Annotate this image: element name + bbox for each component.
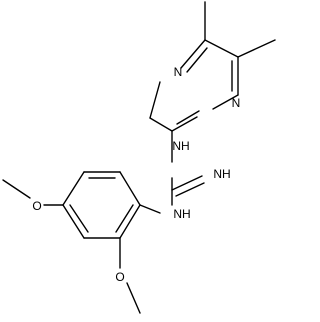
atom-o-left: O [32, 199, 41, 213]
molecule-canvas: N N NH NH NH O O [2, 1, 276, 314]
bond-aryl-3 [62, 171, 85, 206]
atom-nh-lower: NH [173, 207, 190, 221]
bond-ring-c6-n1 [212, 94, 239, 110]
bond-aryl-6 [119, 204, 141, 239]
atom-n-ring-upper: N [174, 65, 183, 79]
bond-aryl-4 [62, 204, 85, 239]
bond-guan-c-imine [171, 175, 203, 191]
atom-n-ring-lower: N [232, 96, 241, 110]
bond-methyl-right [237, 39, 276, 58]
bond-ring-n3-c4-double [186, 47, 208, 73]
bond-ring-c4-c5 [204, 39, 239, 58]
structure-drawing: N N NH NH NH O O [2, 1, 276, 314]
bond-ring-n1-c2 [171, 116, 198, 132]
bond-ring-n3-c4 [180, 39, 206, 69]
bond-nh-lower-aryl [139, 204, 161, 214]
bond-aryl-6-double [115, 204, 134, 233]
bond-aryl-1 [119, 171, 141, 206]
bond-ring-n3-c4-side [149, 81, 161, 119]
atom-o-lower: O [115, 270, 124, 284]
atom-nh-imine: NH [213, 167, 230, 181]
bond-ring-c2-n3 [149, 117, 173, 132]
bond-o-lower-methyl [126, 282, 141, 314]
bond-guan-c-imine-double [175, 182, 205, 197]
bond-aryl-4-double [69, 204, 89, 233]
atom-nh-upper: NH [172, 139, 189, 153]
bond-ring-n1-c2-double [176, 110, 200, 125]
bond-o-left-methyl [2, 179, 31, 199]
